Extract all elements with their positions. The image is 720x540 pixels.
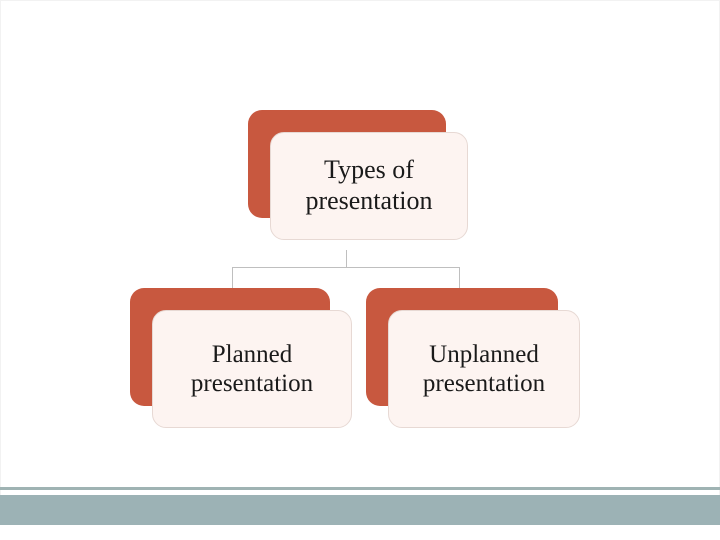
node-label-line-1: Unplanned [429, 340, 539, 368]
connector-drop-right [459, 267, 460, 291]
diagram-node-types-of-presentation[interactable]: Types of presentation [248, 110, 468, 240]
node-face [270, 132, 468, 240]
node-face [388, 310, 580, 428]
accent-band-thick [0, 495, 720, 525]
node-label: Planned presentation [152, 310, 352, 428]
node-label-line-2: presentation [305, 186, 433, 215]
connector-drop-left [232, 267, 233, 291]
bottom-white-strip [0, 525, 720, 540]
node-label: Unplanned presentation [388, 310, 580, 428]
node-face [152, 310, 352, 428]
node-label-line-2: presentation [190, 370, 314, 397]
connector-vertical-top [346, 250, 347, 268]
node-label-line-1: Types of [324, 155, 414, 185]
diagram-node-planned-presentation[interactable]: Planned presentation [130, 288, 352, 428]
node-label-line-2: presentation [422, 370, 546, 397]
node-label: Types of presentation [270, 132, 468, 240]
diagram-node-unplanned-presentation[interactable]: Unplanned presentation [366, 288, 580, 428]
accent-band-thin [0, 487, 720, 490]
connector-horizontal [232, 267, 460, 268]
node-label-line-1: Planned [211, 340, 293, 368]
